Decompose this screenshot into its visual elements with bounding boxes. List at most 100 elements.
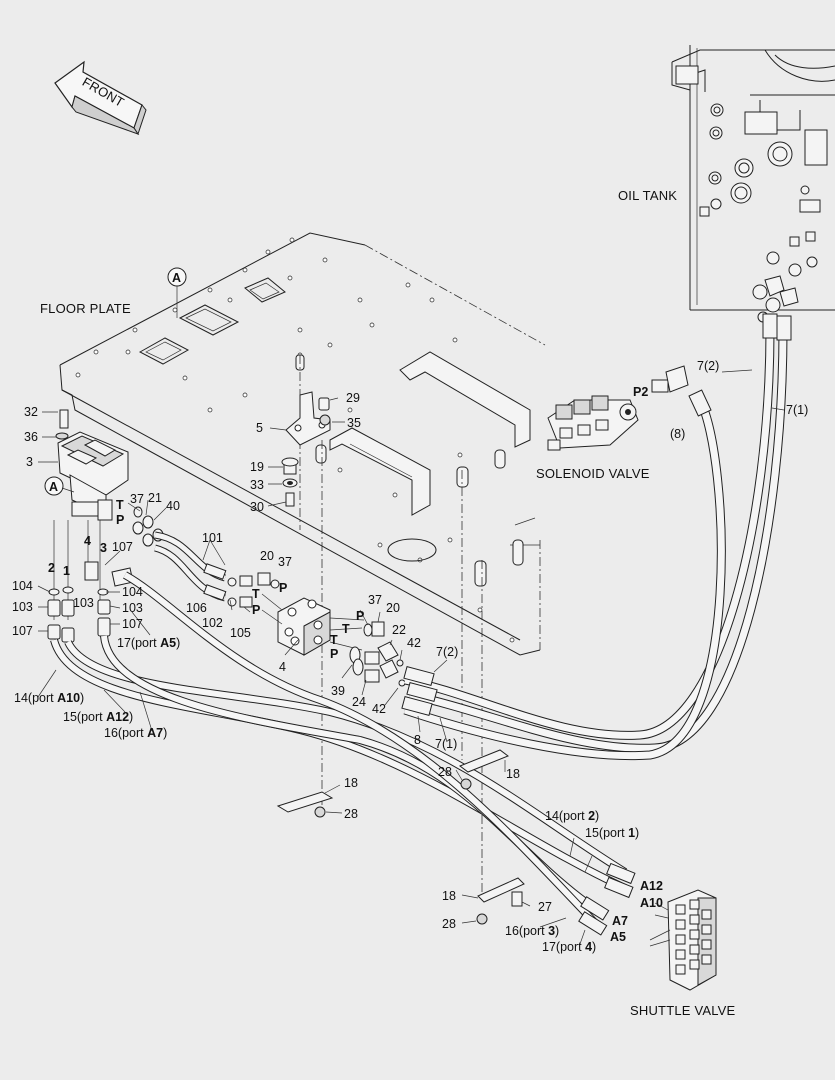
callout-labels: 29 35 5 19 33 30 32 36 3 37 21 40 T P 10… (12, 359, 808, 931)
solenoid-valve-label: SOLENOID VALVE (536, 466, 650, 481)
pilot-port-fittings (37, 499, 167, 643)
callout-p-right-upper: P (356, 609, 364, 623)
callout-39: 39 (331, 684, 345, 698)
callout-3-top: 3 (26, 455, 33, 469)
callout-18-left: 18 (344, 776, 358, 790)
callout-36: 36 (24, 430, 38, 444)
callout-p-right-lower: P (330, 647, 338, 661)
clamp-18-right (461, 877, 531, 925)
callout-33: 33 (250, 478, 264, 492)
hose-15-label: 15(port A12) (63, 710, 133, 724)
svg-text:A: A (172, 271, 181, 285)
callout-102: 102 (202, 616, 223, 630)
callout-7-1-lower: 7(1) (435, 737, 457, 751)
floor-plate-label: FLOOR PLATE (40, 301, 131, 316)
valve-block-4 (261, 593, 365, 656)
callout-42-lower: 42 (372, 702, 386, 716)
callout-t-mid: T (252, 587, 260, 601)
callout-p-mid-lower: P (252, 603, 260, 617)
callout-28-left: 28 (344, 807, 358, 821)
reference-a-top: A (167, 267, 187, 318)
callout-107-right: 107 (122, 617, 143, 631)
callout-104-left: 104 (12, 579, 33, 593)
port-a7-label: A7 (612, 914, 628, 928)
callout-p-mid-upper: P (279, 581, 287, 595)
callout-37-right: 37 (368, 593, 382, 607)
callout-18-right: 18 (442, 889, 456, 903)
callout-20-top: 20 (260, 549, 274, 563)
block4-right-fittings (341, 609, 406, 706)
oil-tank-label: OIL TANK (618, 188, 677, 203)
shuttle-valve-label: SHUTTLE VALVE (630, 1003, 736, 1018)
callout-7-2-lower: 7(2) (436, 645, 458, 659)
callout-1: 1 (63, 564, 70, 578)
callout-t-left: T (116, 498, 124, 512)
callout-28-middle: 28 (438, 765, 452, 779)
port-a5-label: A5 (610, 930, 626, 944)
bracket-5 (267, 391, 345, 507)
solenoid-valve (547, 365, 689, 451)
callout-106: 106 (186, 601, 207, 615)
callout-7-1-upper: 7(1) (786, 403, 808, 417)
callout-37-left: 37 (130, 492, 144, 506)
callout-5: 5 (256, 421, 263, 435)
callout-7-2-upper: 7(2) (697, 359, 719, 373)
callout-p-left: P (116, 513, 124, 527)
callout-t-right-lower: T (330, 633, 338, 647)
hose-7-8-group (401, 313, 792, 761)
shuttle-valve (649, 889, 717, 991)
clamp-18-left (276, 784, 343, 818)
callout-37-top: 37 (278, 555, 292, 569)
callout-19: 19 (250, 460, 264, 474)
callout-42-upper: 42 (407, 636, 421, 650)
port-p2-label: P2 (633, 385, 648, 399)
callout-104-mid: 104 (122, 585, 143, 599)
callout-8-lower: 8 (414, 733, 421, 747)
port-a12-label: A12 (640, 879, 663, 893)
callout-30: 30 (250, 500, 264, 514)
callout-21: 21 (148, 491, 162, 505)
callout-35: 35 (347, 416, 361, 430)
svg-text:A: A (49, 480, 58, 494)
callout-20-right: 20 (386, 601, 400, 615)
callout-103-right: 103 (122, 601, 143, 615)
callout-29: 29 (346, 391, 360, 405)
port-a10-label: A10 (640, 896, 663, 910)
clamp-18-middle (455, 749, 510, 790)
callout-103-left: 103 (12, 600, 33, 614)
callout-32: 32 (24, 405, 38, 419)
pilot-valve-3 (38, 409, 129, 521)
hose-16-port3-label: 16(port 3) (505, 924, 559, 938)
hose-labels: 17(port A5) 14(port A10) 15(port A12) 16… (14, 636, 639, 954)
callout-8-upper: (8) (670, 427, 685, 441)
reference-a-bottom: A (44, 476, 75, 496)
callout-t-right-upper: T (342, 622, 350, 636)
hose-17-port4-label: 17(port 4) (542, 940, 596, 954)
hose-14-label: 14(port A10) (14, 691, 84, 705)
callout-4-block: 4 (279, 660, 286, 674)
callout-105: 105 (230, 626, 251, 640)
front-arrow-icon (54, 60, 147, 136)
callout-28-right: 28 (442, 917, 456, 931)
hose-17-label: 17(port A5) (117, 636, 180, 650)
hose-15-port1-label: 15(port 1) (585, 826, 639, 840)
callout-40: 40 (166, 499, 180, 513)
hose-14-port2-label: 14(port 2) (545, 809, 599, 823)
hose-16-label: 16(port A7) (104, 726, 167, 740)
callout-107-top: 107 (112, 540, 133, 554)
callout-4-left: 4 (84, 534, 91, 548)
callout-18-middle: 18 (506, 767, 520, 781)
hose-101 (153, 531, 280, 613)
callout-27: 27 (538, 900, 552, 914)
oil-tank (671, 45, 835, 328)
callout-101: 101 (202, 531, 223, 545)
callout-3-left: 3 (100, 541, 107, 555)
callout-22: 22 (392, 623, 406, 637)
callout-24: 24 (352, 695, 366, 709)
callout-2: 2 (48, 561, 55, 575)
callout-107-left: 107 (12, 624, 33, 638)
hose-14-17-group (37, 571, 636, 945)
callout-103-mid: 103 (73, 596, 94, 610)
